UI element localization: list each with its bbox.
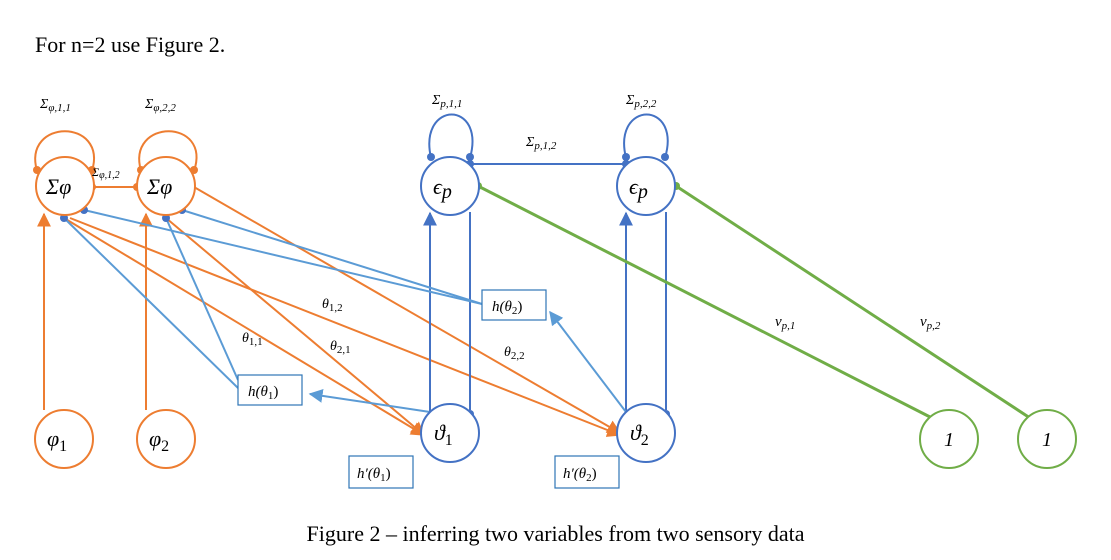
label-sigma-p-12: Σp,1,2 (525, 135, 557, 152)
green-edges (477, 184, 1031, 420)
edge-theta-1-h1 (308, 388, 431, 413)
edge-eps-p-1-one-1 (477, 184, 933, 420)
figure-caption: Figure 2 – inferring two variables from … (306, 521, 805, 546)
self-loop-eps-p-2 (623, 113, 669, 159)
svg-text:ϑ1: ϑ1 (434, 420, 453, 449)
edge-sigma-phi-1-h1 (63, 217, 239, 389)
edge-theta-12 (69, 217, 622, 437)
box-hp-theta-1: h′(θ1) (348, 455, 414, 489)
edge-sigma-phi-1-h2 (83, 209, 483, 305)
label-v-p2: vp,2 (920, 314, 941, 332)
label-theta-22: θ2,2 (504, 345, 525, 362)
node-theta-1: ϑ1 (420, 403, 480, 463)
blue-edges (423, 113, 669, 412)
edge-theta-2-h2 (549, 310, 627, 413)
intro-text: For n=2 use Figure 2. (35, 32, 226, 57)
svg-text:φ2: φ2 (149, 426, 169, 455)
node-one-1: 1 (919, 409, 979, 469)
svg-text:1: 1 (944, 429, 954, 451)
node-phi-2: φ2 (136, 409, 196, 469)
label-sigma-p-22: Σp,2,2 (625, 93, 657, 110)
svg-text:ϵp: ϵp (433, 174, 452, 203)
svg-text:h′(θ1): h′(θ1) (357, 466, 391, 484)
svg-text:Σφ: Σφ (45, 174, 71, 199)
node-eps-p-2: ϵp (616, 156, 676, 216)
label-theta-12: θ1,2 (322, 297, 343, 314)
svg-text:h(θ1): h(θ1) (248, 384, 278, 402)
node-one-2: 1 (1017, 409, 1077, 469)
label-theta-21: θ2,1 (330, 339, 351, 356)
box-hp-theta-2: h′(θ2) (554, 455, 620, 489)
label-sigma-p-11: Σp,1,1 (431, 93, 462, 110)
box-h-theta-2: h(θ2) (481, 289, 547, 321)
svg-text:1: 1 (1042, 429, 1052, 451)
node-eps-p-1: ϵp (420, 156, 480, 216)
node-sigma-phi-1: Σφ (35, 156, 95, 216)
light-blue-edges (63, 209, 627, 413)
edge-theta-11 (63, 217, 426, 436)
svg-text:φ1: φ1 (47, 426, 67, 455)
edge-sigma-phi-2-h1 (165, 217, 239, 381)
label-sigma-phi-22: Σφ,2,2 (144, 97, 176, 114)
svg-text:Σφ: Σφ (146, 174, 172, 199)
edge-theta-22 (193, 186, 622, 434)
node-phi-1: φ1 (34, 409, 94, 469)
svg-text:h(θ2): h(θ2) (492, 299, 522, 317)
label-v-p1: vp,1 (775, 314, 795, 332)
label-sigma-phi-11: Σφ,1,1 (39, 97, 71, 114)
edge-eps-p-2-one-2 (675, 184, 1031, 420)
self-loop-sigma-phi-1 (34, 130, 95, 172)
edge-theta-21 (165, 217, 426, 436)
box-h-theta-1: h(θ1) (237, 374, 303, 406)
node-sigma-phi-2: Σφ (136, 156, 196, 216)
svg-text:ϑ2: ϑ2 (630, 420, 649, 449)
self-loop-eps-p-1 (428, 113, 474, 159)
label-sigma-phi-12: Σφ,1,2 (91, 165, 120, 181)
diagram: Σφ Σφ ϵp ϵp φ1 φ2 ϑ1 ϑ2 1 1 h(θ1) (33, 93, 1077, 489)
edge-sigma-phi-2-h2 (181, 209, 483, 305)
self-loop-sigma-phi-2 (138, 130, 198, 172)
orange-edges (34, 130, 622, 437)
svg-text:h′(θ2): h′(θ2) (563, 466, 597, 484)
svg-text:ϵp: ϵp (629, 174, 648, 203)
node-theta-2: ϑ2 (616, 403, 676, 463)
label-theta-11: θ1,1 (242, 331, 263, 348)
